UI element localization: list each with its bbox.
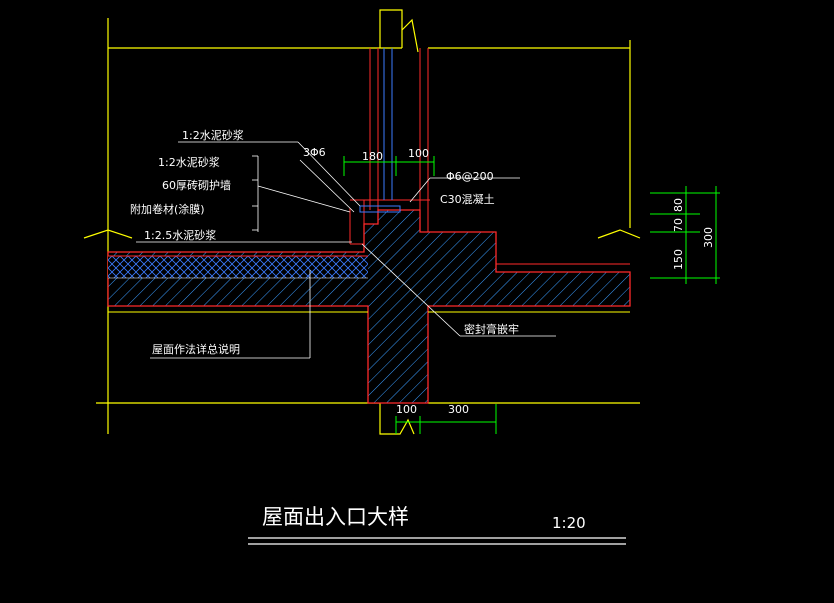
label-roof-note: 屋面作法详总说明 — [152, 342, 240, 356]
dim-side-b: 70 — [672, 218, 685, 232]
leader-lines — [136, 141, 556, 359]
title-block: 屋面出入口大样 1:20 — [248, 505, 626, 545]
dim-top-left: 180 — [362, 150, 383, 163]
dim-bottom-right: 300 — [448, 403, 469, 416]
label-mortar-bottom: 1:2.5水泥砂浆 — [144, 228, 216, 242]
drawing-title: 屋面出入口大样 — [262, 505, 409, 529]
dim-side-c: 150 — [672, 249, 685, 270]
dim-bottom-left: 100 — [396, 403, 417, 416]
label-mortar-top: 1:2水泥砂浆 — [182, 128, 244, 142]
label-mortar: 1:2水泥砂浆 — [158, 155, 220, 169]
insulation-layer — [108, 256, 368, 278]
door-frame-blue — [359, 48, 401, 213]
concrete-structure — [107, 209, 631, 404]
dim-top-right: 100 — [408, 147, 429, 160]
label-brick-wall: 60厚砖砌护墙 — [162, 178, 231, 192]
dim-side-total: 300 — [702, 227, 715, 248]
annotations: 1:2水泥砂浆 1:2水泥砂浆 60厚砖砌护墙 附加卷材(涂膜) 1:2.5水泥… — [130, 128, 519, 356]
label-membrane: 附加卷材(涂膜) — [130, 202, 205, 216]
outline-frame — [83, 9, 641, 435]
label-sealant: 密封膏嵌牢 — [464, 322, 519, 336]
dim-side-a: 80 — [672, 198, 685, 212]
label-rebar-count: 3Φ6 — [303, 146, 326, 159]
label-rebar-spacing: Φ6@200 — [446, 170, 494, 183]
label-concrete: C30混凝土 — [440, 192, 495, 206]
drawing-scale: 1:20 — [552, 514, 586, 532]
dimension-texts: 180 100 80 70 150 300 100 300 — [362, 147, 715, 416]
dimension-lines — [343, 156, 720, 434]
wall-lines — [349, 48, 630, 265]
